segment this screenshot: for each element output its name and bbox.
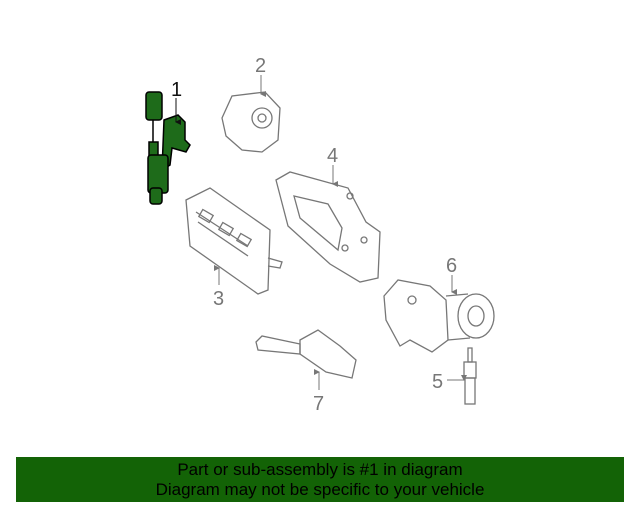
banner-line-1: Part or sub-assembly is #1 in diagram <box>177 460 463 479</box>
part-1-sensor[interactable] <box>145 91 191 205</box>
part-7-sensor[interactable] <box>255 329 357 379</box>
part-6-pulley-assembly[interactable] <box>383 279 495 353</box>
part-4-bracket[interactable] <box>275 171 381 283</box>
callout-5: 5 <box>432 371 443 393</box>
callout-3: 3 <box>213 288 224 310</box>
callout-1: 1 <box>171 79 182 101</box>
callout-2: 2 <box>255 55 266 77</box>
callout-7: 7 <box>313 393 324 415</box>
part-2-sensor[interactable] <box>221 91 281 153</box>
callout-6: 6 <box>446 255 457 277</box>
part-5-spark-plug[interactable] <box>463 347 477 405</box>
callout-labels: 1 2 3 4 5 6 7 <box>171 55 467 415</box>
notice-banner: Part or sub-assembly is #1 in diagram Di… <box>16 457 624 502</box>
part-3-control-module[interactable] <box>185 187 283 295</box>
callout-4: 4 <box>327 145 338 167</box>
banner-line-2: Diagram may not be specific to your vehi… <box>155 480 485 499</box>
